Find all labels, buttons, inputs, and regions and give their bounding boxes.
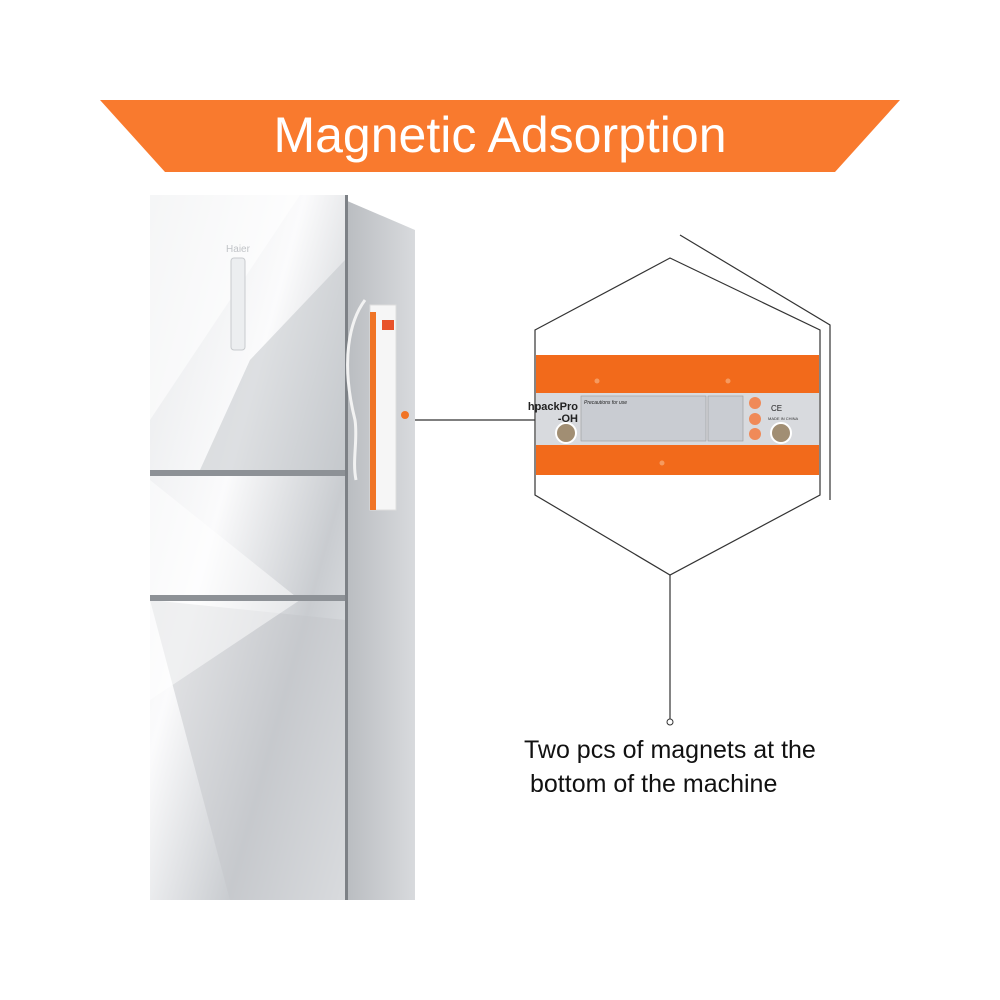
page-title: Magnetic Adsorption — [273, 107, 727, 163]
model-line2: -OH — [558, 413, 578, 425]
vacuum-sealer — [346, 299, 409, 511]
magnet-left — [555, 422, 577, 444]
decor-line — [679, 234, 831, 500]
caption-line2: bottom of the machine — [530, 770, 778, 798]
magnet-detail-callout — [534, 257, 821, 576]
caption-line1: Two pcs of magnets at the — [524, 736, 816, 764]
made-in-label: MADE IN CHINA — [768, 416, 799, 421]
caption: Two pcs of magnets at the bottom of the … — [524, 733, 816, 801]
title-banner — [100, 100, 900, 172]
pointer-dot — [666, 718, 674, 726]
ce-mark: CE — [771, 404, 782, 413]
model-line1: hpackPro — [528, 401, 578, 413]
magnet-right — [770, 422, 792, 444]
refrigerator: Haier — [150, 195, 415, 900]
precautions-heading: Precautions for use — [584, 400, 627, 406]
brand-logo: Haier — [226, 244, 251, 255]
